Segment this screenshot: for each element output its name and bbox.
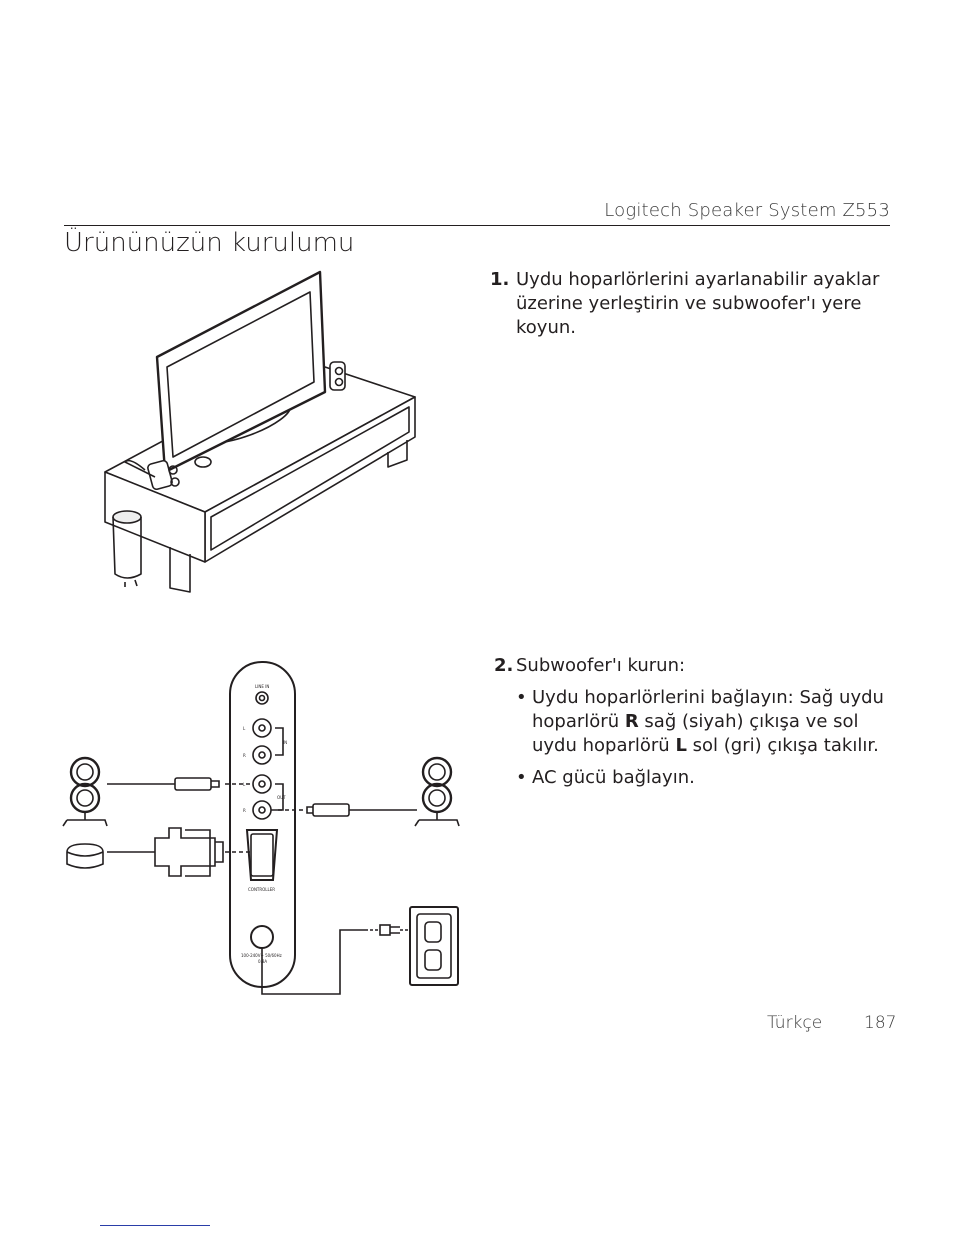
- subwoofer: [112, 516, 142, 579]
- step-2-bullets: • Uydu hoparlörlerini bağlayın: Sağ uydu…: [516, 686, 894, 790]
- bullet-item: • AC gücü bağlayın.: [516, 766, 894, 790]
- header-divider: [64, 225, 890, 226]
- bullet-text: AC gücü bağlayın.: [532, 767, 695, 788]
- control-pod: [66, 843, 104, 869]
- step-text: Uydu hoparlörlerini ayarlanabilir ayakla…: [516, 269, 880, 338]
- controller-label: CONTROLLER: [248, 887, 275, 892]
- bullet-text-mid: sağ (siyah) çıkışa ve sol uydu hoparlörü: [532, 711, 859, 756]
- right-marker: R: [624, 711, 639, 732]
- page-number: 187: [864, 1013, 897, 1033]
- left-marker: L: [675, 735, 687, 756]
- stand-side: [104, 471, 206, 563]
- in-r-label: R: [243, 753, 246, 758]
- output-jack-left: [252, 774, 272, 794]
- line-in-jack: [255, 691, 269, 705]
- out-r-label: R: [243, 808, 246, 813]
- bullet-text-post: sol (gri) çıkışa takılır.: [686, 735, 879, 756]
- power-plug: [379, 924, 391, 936]
- right-speaker-plug: [312, 803, 350, 817]
- line-in-label: LINE IN: [255, 684, 269, 689]
- step-1: 1. Uydu hoparlörlerini ayarlanabilir aya…: [490, 268, 890, 340]
- right-satellite-speaker: [414, 756, 460, 827]
- page-title: Ürününüzün kurulumu: [64, 228, 355, 258]
- step-text: Subwoofer'ı kurun:: [516, 655, 686, 676]
- stand-leg: [169, 547, 191, 593]
- bullet-dot: •: [516, 767, 527, 788]
- wiring-diagram: LINE IN L R IN L R OUT CONTROLLER 100-24…: [62, 661, 460, 995]
- step-number: 1.: [490, 269, 510, 290]
- bullet-dot: •: [516, 687, 527, 708]
- decorative-rule: [100, 1225, 210, 1226]
- power-rating-right: 0.8A: [258, 959, 267, 964]
- control-pod: [194, 456, 212, 468]
- controller-port: [245, 829, 279, 881]
- power-cable: [261, 929, 365, 995]
- tv-screen: [155, 270, 327, 474]
- in-label: IN: [283, 740, 287, 745]
- subwoofer-panel: [229, 661, 296, 988]
- step-2: 2. Subwoofer'ı kurun: • Uydu hoparlörler…: [494, 654, 894, 798]
- step-number: 2.: [494, 655, 514, 676]
- bullet-text-pre: Uydu hoparlörlerini bağlayın: Sağ uydu h…: [532, 687, 884, 732]
- wall-outlet: [409, 906, 459, 986]
- in-l-label: L: [243, 726, 246, 731]
- power-rating-left: 100-240V~ 50/60Hz: [241, 953, 282, 958]
- left-satellite-speaker: [62, 756, 108, 827]
- footer-language: Türkçe: [767, 1013, 823, 1033]
- out-l-label: L: [243, 782, 246, 787]
- tv-stand-illustration: [104, 270, 416, 593]
- product-title: Logitech Speaker System Z553: [604, 200, 890, 221]
- db-plug: [154, 827, 216, 877]
- out-label: OUT: [277, 795, 286, 800]
- bullet-item: • Uydu hoparlörlerini bağlayın: Sağ uydu…: [516, 686, 894, 758]
